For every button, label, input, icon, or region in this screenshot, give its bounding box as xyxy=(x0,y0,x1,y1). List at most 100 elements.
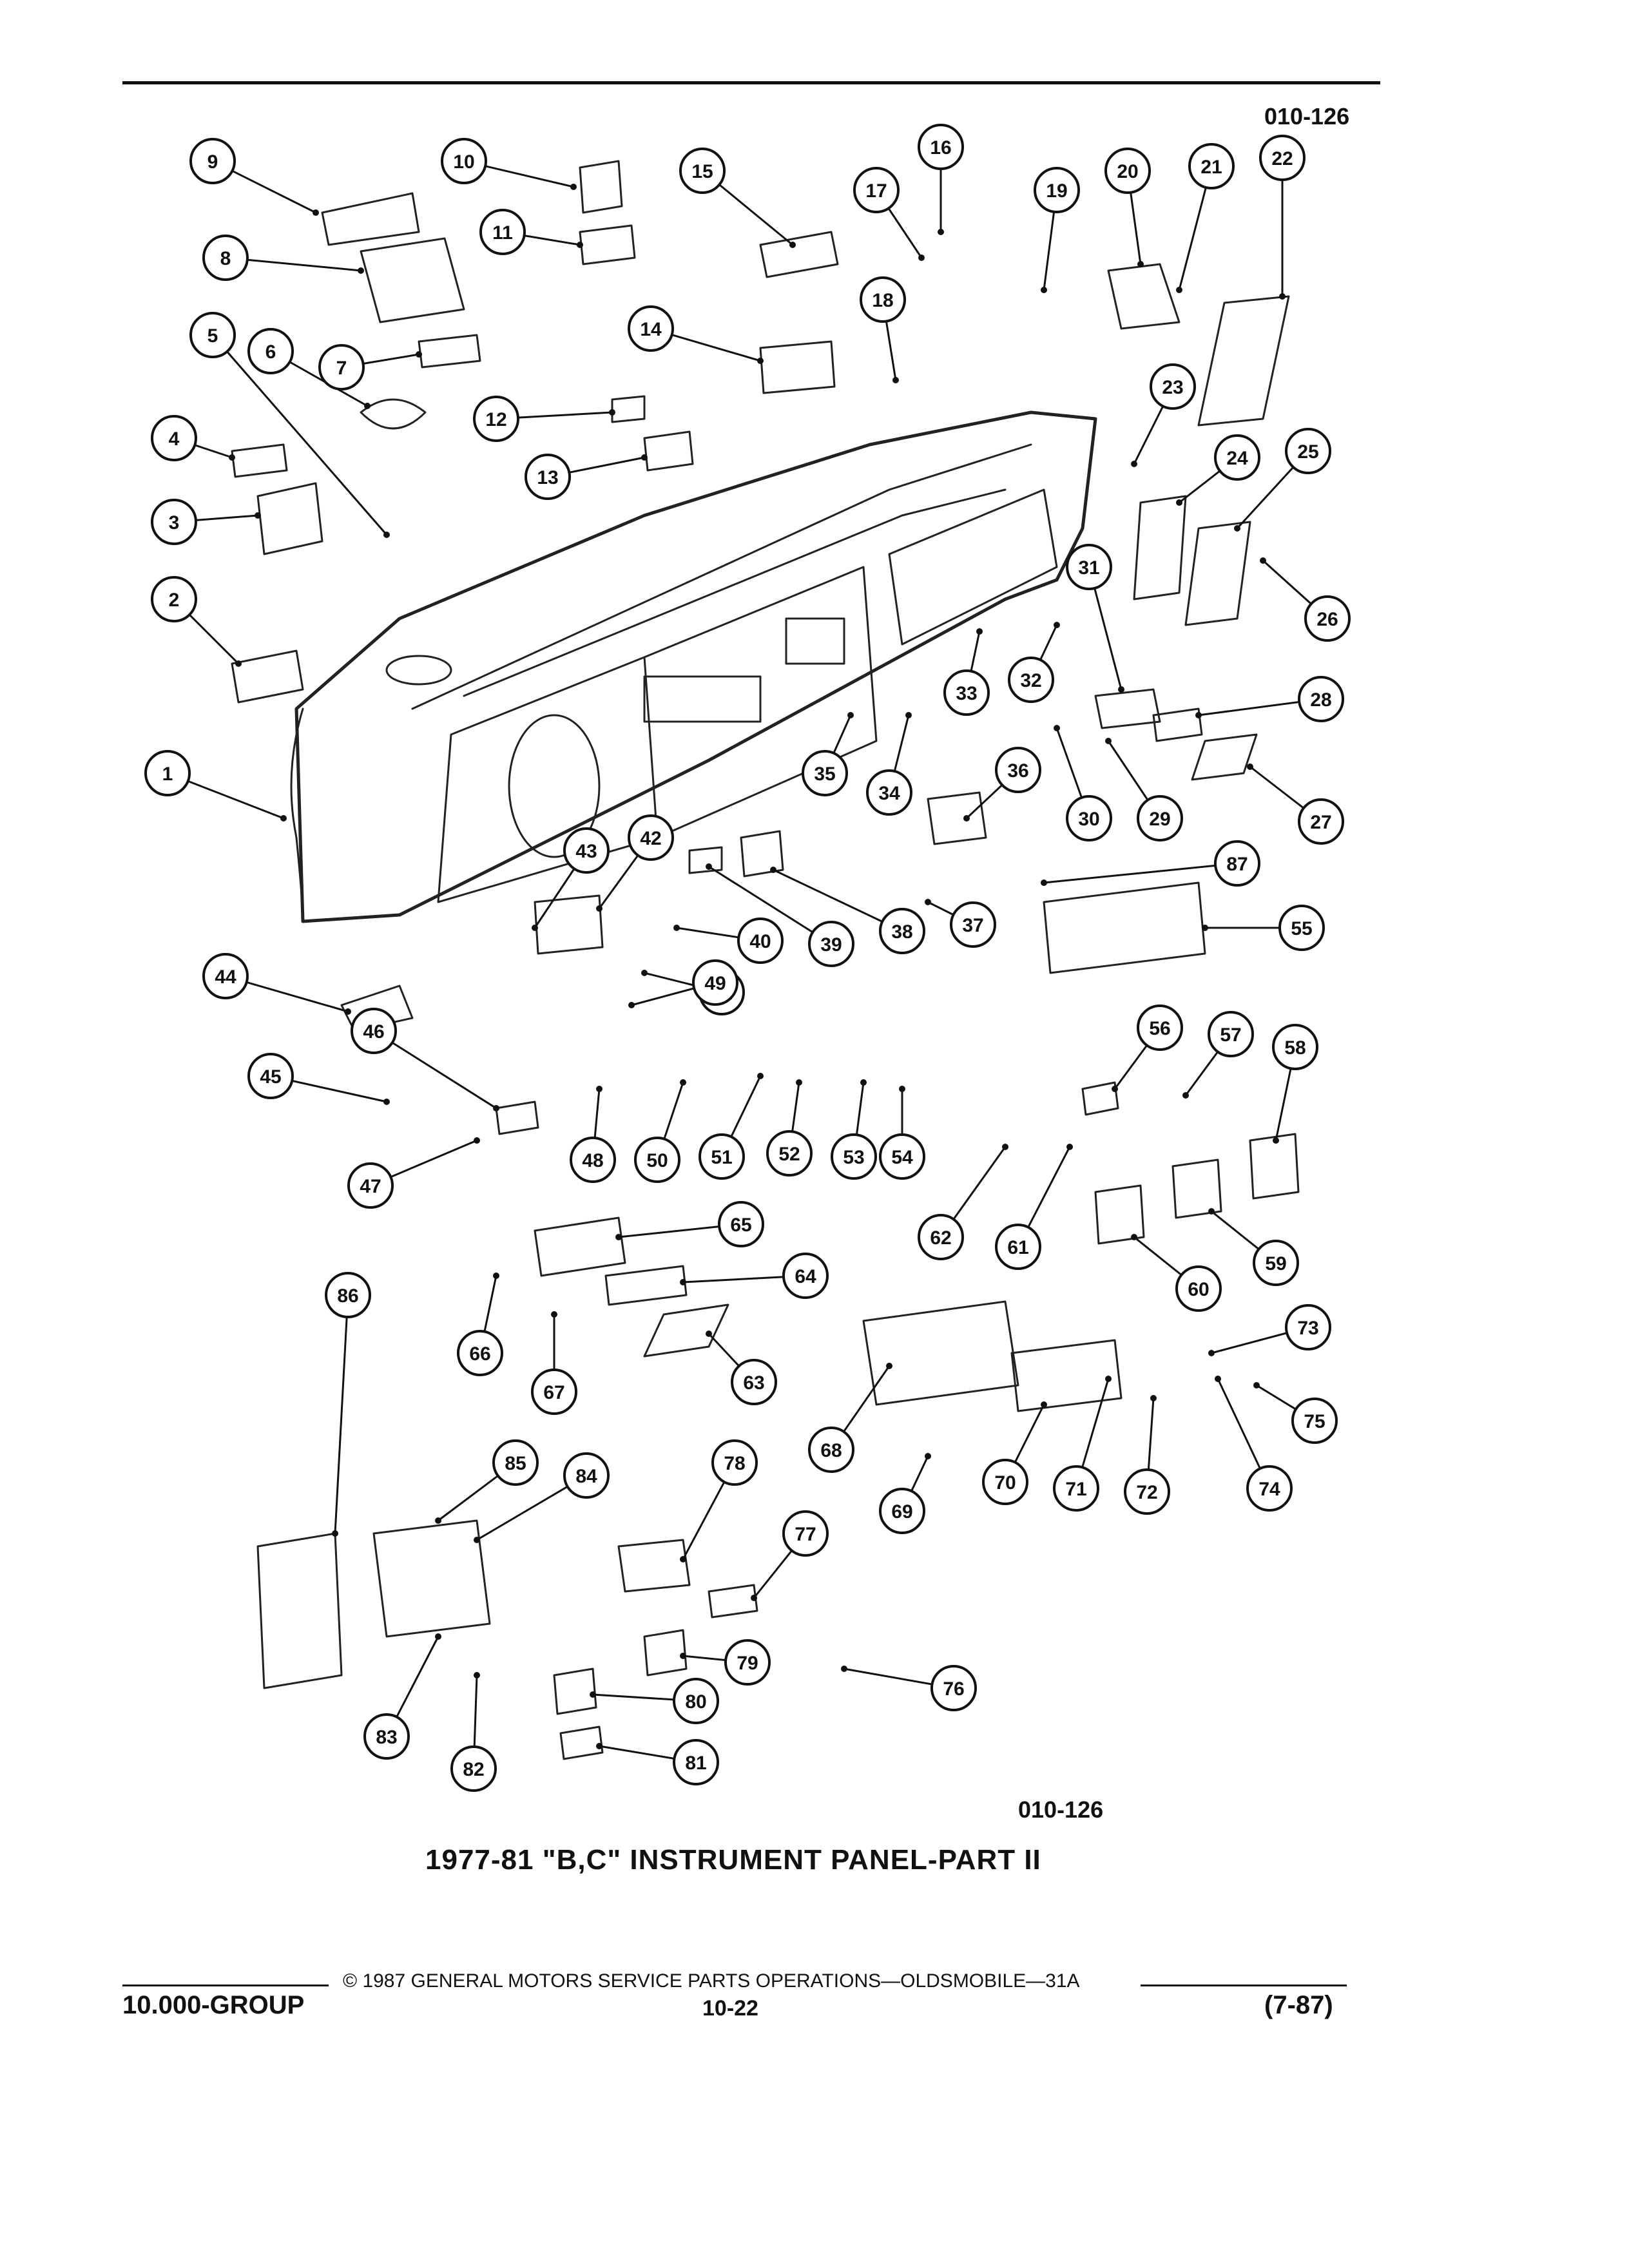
callout-65: 65 xyxy=(615,1201,764,1247)
callout-number: 37 xyxy=(962,915,983,936)
callout-number: 82 xyxy=(463,1759,484,1780)
callout-circle xyxy=(1259,135,1306,181)
callout-number: 35 xyxy=(814,764,835,785)
lens-22 xyxy=(1197,295,1290,427)
callout-number: 52 xyxy=(778,1144,800,1165)
housing-13 xyxy=(643,430,694,472)
callout-74: 74 xyxy=(1215,1376,1293,1512)
callout-circle xyxy=(1298,676,1344,722)
callout-circle xyxy=(808,1427,854,1473)
callout-number: 70 xyxy=(994,1472,1016,1494)
housing-24 xyxy=(1133,495,1187,601)
leader-arrowhead xyxy=(435,1633,441,1640)
leader-arrowhead xyxy=(680,1279,686,1285)
callout-81: 81 xyxy=(596,1739,719,1785)
instrument-panel-housing xyxy=(290,410,1097,923)
callout-circle xyxy=(1304,595,1351,642)
leader-line xyxy=(373,1030,497,1110)
callout-83: 83 xyxy=(363,1633,441,1760)
callout-19: 19 xyxy=(1034,167,1080,293)
leader-arrowhead xyxy=(1054,622,1060,628)
callout-72: 72 xyxy=(1124,1395,1170,1515)
leader-line xyxy=(773,869,903,932)
leader-arrowhead xyxy=(596,1743,602,1749)
leader-arrowhead xyxy=(280,815,287,822)
figure-code-top: 010-126 xyxy=(1264,103,1350,130)
callout-40: 40 xyxy=(673,918,784,964)
leader-arrowhead xyxy=(925,899,931,905)
footer-rule-left xyxy=(122,1984,329,1986)
callout-circle xyxy=(628,814,674,861)
callout-circle xyxy=(692,959,738,1006)
callout-number: 54 xyxy=(891,1147,913,1168)
callout-number: 27 xyxy=(1310,812,1331,833)
callout-circle xyxy=(1053,1465,1099,1512)
callout-circle xyxy=(995,747,1041,793)
callout-31: 31 xyxy=(1066,544,1124,693)
leader-arrowhead xyxy=(938,229,944,235)
callout-21: 21 xyxy=(1176,143,1235,293)
callout-circle xyxy=(1137,795,1183,841)
callout-63: 63 xyxy=(706,1331,777,1405)
callout-circle xyxy=(1034,167,1080,213)
callout-number: 14 xyxy=(640,319,662,340)
callout-number: 42 xyxy=(640,828,661,849)
leader-arrowhead xyxy=(628,1002,635,1008)
callout-circle xyxy=(731,1359,777,1405)
callout-number: 3 xyxy=(169,512,180,533)
callout-circle xyxy=(189,312,236,358)
callout-25: 25 xyxy=(1234,428,1331,532)
callout-circle xyxy=(879,1133,925,1180)
leader-line xyxy=(334,1294,349,1534)
leader-arrowhead xyxy=(1137,261,1144,267)
callout-number: 69 xyxy=(891,1501,912,1523)
leader-arrowhead xyxy=(1066,1144,1073,1150)
heater-control-55 xyxy=(1043,881,1206,974)
leader-arrowhead xyxy=(905,712,912,718)
bracket-15 xyxy=(759,231,839,278)
callout-circle xyxy=(782,1510,829,1557)
callout-8: 8 xyxy=(202,235,364,281)
leader-arrowhead xyxy=(1182,1092,1189,1099)
leader-arrowhead xyxy=(609,409,615,416)
callout-number: 4 xyxy=(169,428,180,450)
callout-29: 29 xyxy=(1105,738,1183,841)
leader-arrowhead xyxy=(757,1073,764,1079)
callout-circle xyxy=(347,1162,394,1209)
callout-number: 57 xyxy=(1220,1024,1241,1046)
callout-circle xyxy=(318,344,365,390)
leader-arrowhead xyxy=(847,712,854,718)
callout-9: 9 xyxy=(189,138,319,216)
module-8 xyxy=(360,237,465,323)
callout-number: 43 xyxy=(575,841,597,862)
leader-arrowhead xyxy=(641,454,648,461)
callout-47: 47 xyxy=(347,1137,480,1209)
callout-82: 82 xyxy=(450,1672,497,1792)
callout-circle xyxy=(1285,428,1331,474)
bracket-7 xyxy=(418,334,481,369)
callout-78: 78 xyxy=(680,1439,758,1562)
callout-number: 67 xyxy=(543,1382,564,1403)
callout-14: 14 xyxy=(628,305,764,364)
callout-number: 77 xyxy=(795,1524,816,1545)
relay-81 xyxy=(559,1725,604,1760)
callout-circle xyxy=(563,1452,610,1499)
callout-number: 7 xyxy=(336,358,347,379)
lens-63 xyxy=(643,1303,729,1358)
callout-number: 63 xyxy=(743,1372,764,1394)
leader-arrowhead xyxy=(474,1672,480,1678)
callout-number: 86 xyxy=(337,1285,358,1307)
callout-1: 1 xyxy=(144,750,287,822)
callout-12: 12 xyxy=(473,396,615,442)
top-rule xyxy=(122,81,1380,84)
callout-number: 2 xyxy=(169,590,180,611)
callout-circle xyxy=(473,396,519,442)
leader-arrowhead xyxy=(235,660,242,667)
callout-number: 81 xyxy=(685,1753,706,1774)
callout-circle xyxy=(570,1137,616,1183)
leader-arrowhead xyxy=(789,242,796,248)
callout-circle xyxy=(457,1330,503,1376)
callout-53: 53 xyxy=(831,1079,877,1180)
callout-69: 69 xyxy=(879,1453,931,1534)
leader-arrowhead xyxy=(1247,764,1253,770)
